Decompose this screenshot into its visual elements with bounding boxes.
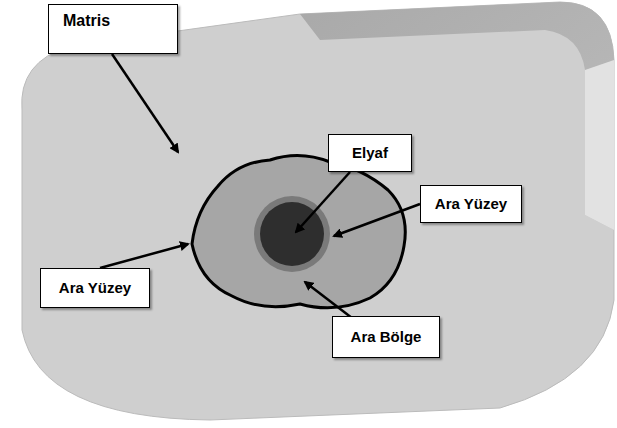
matrix-block: [22, 2, 614, 420]
interphase-region: [192, 155, 405, 307]
callout-text: Elyaf: [352, 144, 388, 162]
leader-line: [296, 172, 350, 232]
callout-text: Ara Yüzey: [435, 195, 507, 213]
callout-text: Ara Bölge: [351, 328, 422, 346]
leader-line: [305, 282, 352, 318]
callout-box: Matris: [48, 4, 178, 54]
callout-box: Elyaf: [328, 134, 412, 172]
leader-line: [334, 204, 420, 236]
leader-line: [100, 244, 188, 268]
callout-box: Ara Yüzey: [40, 268, 150, 308]
callout-text: Ara Yüzey: [59, 279, 131, 297]
callout-text: Matris: [63, 11, 110, 30]
callout-box: Ara Yüzey: [420, 185, 522, 223]
callout-box: Ara Bölge: [332, 316, 440, 358]
matrix-side-face: [585, 60, 614, 230]
leader-line: [112, 54, 178, 152]
